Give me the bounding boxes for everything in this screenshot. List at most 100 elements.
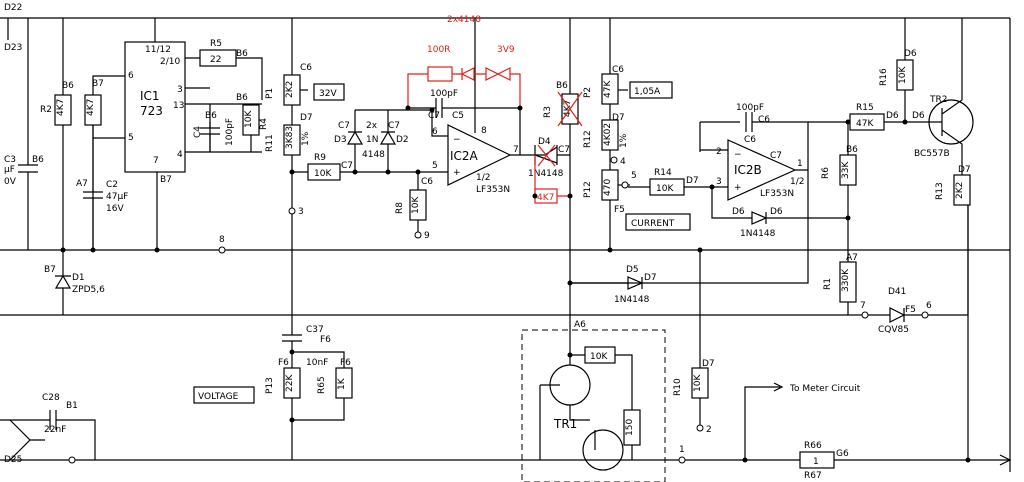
label-d5: D5 [626, 265, 639, 275]
label-d3: D3 [334, 135, 347, 145]
label-ic2b-minus: − [734, 150, 742, 160]
label-d6-val: 1N4148 [740, 229, 776, 239]
label-r12: R12 [583, 130, 593, 148]
r65-resistor [335, 367, 353, 399]
r5-resistor [199, 49, 237, 67]
c28-capacitor [0, 410, 96, 460]
label-c2: C2 [106, 180, 118, 190]
label-pin6-ic2a: 6 [432, 127, 438, 137]
p2-potentiometer [601, 73, 619, 105]
label-c7-d3: C7 [338, 121, 350, 131]
c4-capacitor [200, 122, 220, 152]
label-c7-r9: C7 [341, 161, 353, 171]
label-b7-d1: B7 [44, 265, 56, 275]
label-d4-val: 1N4148 [528, 169, 564, 179]
label-r16-val: 10K [898, 66, 908, 84]
label-r11-tol: 1% [301, 131, 311, 146]
label-c6l: C6 [744, 135, 756, 145]
label-f5-d41: F5 [905, 305, 916, 315]
label-r8-val: 10K [411, 196, 421, 214]
current-box [625, 213, 691, 231]
label-c7-d2: C7 [388, 121, 400, 131]
label-d1: D1 [72, 273, 85, 283]
label-node8: 8 [219, 235, 225, 245]
voltage-box [193, 386, 255, 404]
label-ic2b: IC2B [734, 163, 762, 177]
label-c2-val: 47µF [106, 192, 128, 202]
r6-resistor [839, 154, 857, 186]
label-r9: R9 [314, 153, 326, 163]
label-node7: 7 [860, 301, 866, 311]
label-d7-d5: D7 [644, 273, 657, 283]
label-r14-val: 10K [656, 184, 674, 194]
label-d7-r11: D7 [300, 113, 313, 123]
label-node5: 5 [631, 171, 637, 181]
tr1-transistor-b [582, 429, 624, 471]
r2-resistor [54, 94, 72, 126]
label-p1-val: 2K2 [285, 81, 295, 98]
node-2 [696, 424, 704, 432]
label-d23: D23 [4, 43, 22, 53]
junction [385, 169, 391, 175]
d2-diode [379, 110, 397, 172]
label-r4: R4 [259, 118, 269, 130]
label-c7-ic2b: C7 [770, 151, 782, 161]
label-r8: R8 [395, 202, 405, 214]
label-r3: R3 [543, 106, 553, 118]
label-r65-val: 1K [337, 377, 347, 390]
label-pin4: 4 [177, 150, 183, 160]
label-pin5-ic2a: 5 [432, 161, 438, 171]
label-r3-val: 4K7 [563, 100, 573, 117]
label-b7-ic1: B7 [160, 175, 172, 185]
label-r12-tol: 1% [619, 133, 629, 148]
label-c5-val: 100pF [430, 89, 458, 99]
tr2-leads [910, 18, 963, 168]
label-d25: D25 [4, 455, 22, 465]
label-r13: R13 [935, 182, 945, 200]
label-r16: R16 [879, 68, 889, 86]
label-ic2a-minus: − [453, 135, 461, 145]
junction [405, 105, 411, 111]
label-d22: D22 [4, 3, 22, 13]
junction [607, 247, 613, 253]
label-r5: R5 [210, 39, 222, 49]
junction [517, 105, 523, 111]
label-pin8: 8 [481, 126, 487, 136]
wire [847, 302, 862, 316]
r9-resistor [307, 163, 341, 181]
label-d6l: D6 [732, 207, 745, 217]
label-d5-val: 1N4148 [614, 295, 650, 305]
label-r66: R66 [804, 441, 822, 451]
label-r4-val: 10K [244, 110, 254, 128]
label-ic2a-plus: + [453, 168, 461, 178]
node-5 [621, 181, 629, 189]
label-1n: 1N [366, 135, 378, 145]
label-ic2a-type: LF353N [476, 185, 510, 195]
node-3 [288, 207, 296, 215]
label-32v: 32V [319, 89, 337, 99]
label-d7-r10: D7 [702, 359, 715, 369]
junction [90, 247, 96, 253]
label-node4: 4 [620, 157, 626, 167]
label-r14: R14 [654, 168, 672, 178]
junction [289, 349, 295, 355]
label-c6-p2: C6 [612, 65, 624, 75]
label-c7-c5: C7 [428, 111, 440, 121]
label-r65: R65 [317, 376, 327, 394]
label-mod-100r: 100R [427, 45, 450, 55]
label-r10: R10 [673, 378, 683, 396]
label-b6-r5: B6 [236, 49, 248, 59]
mod-diodes-chain [407, 67, 521, 108]
label-c6-p1: C6 [300, 63, 312, 73]
label-b6-r3: B6 [556, 81, 568, 91]
node-9 [414, 231, 422, 239]
label-c37-val: 10nF [306, 358, 328, 368]
label-pin5: 5 [128, 133, 134, 143]
label-c3-val: µF [4, 165, 15, 175]
c3-capacitor [18, 18, 38, 250]
wire [570, 170, 809, 284]
label-c2-v: 16V [106, 204, 124, 214]
d4-removed-mark [537, 144, 556, 167]
wire [93, 18, 158, 250]
